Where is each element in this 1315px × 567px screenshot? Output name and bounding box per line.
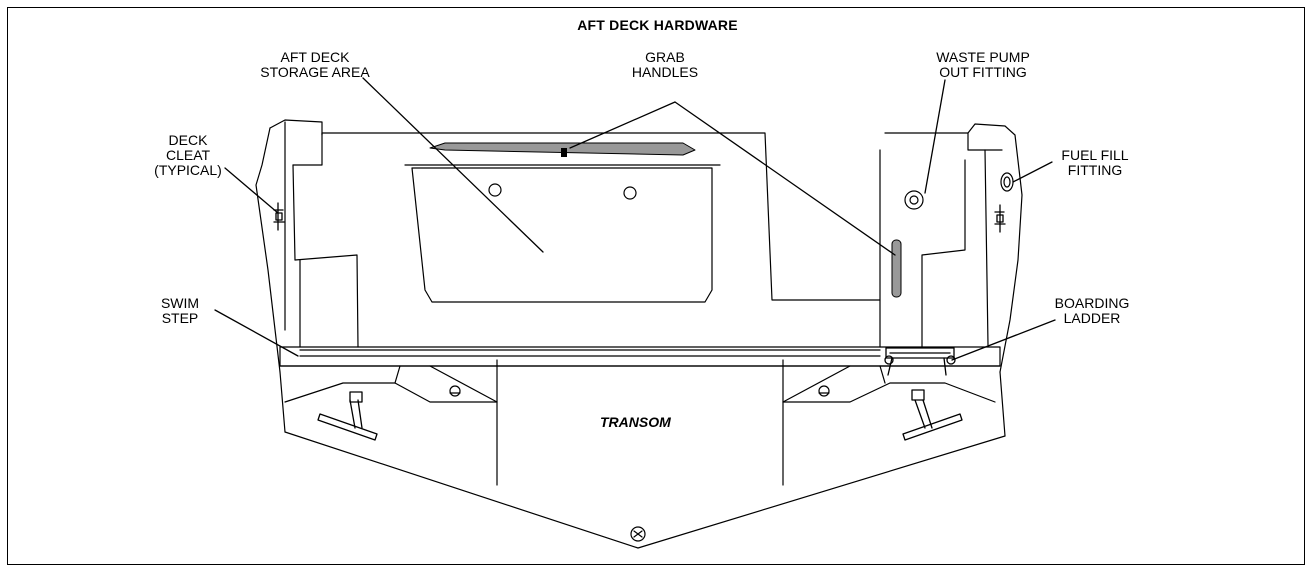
- boarding-ladder: [884, 347, 956, 376]
- label-transom: TRANSOM: [600, 414, 671, 430]
- fuel-fill-fitting: [1000, 172, 1014, 192]
- aft-deck: [255, 119, 1023, 373]
- grab-handle-side: [891, 239, 902, 298]
- label-fuel-fill-fitting: FUEL FILL FITTING: [1061, 147, 1129, 178]
- hatch-knob-left: [488, 183, 502, 197]
- diagram-frame: [7, 7, 1305, 565]
- waste-pump-fitting: [904, 190, 924, 210]
- trim-tab-left: [317, 391, 378, 441]
- grab-handle-mark: [561, 148, 567, 157]
- deck-cleat-right: [994, 204, 1006, 233]
- label-boarding-ladder: BOARDING LADDER: [1054, 295, 1130, 326]
- label-aft-deck-storage: AFT DECK STORAGE AREA: [260, 49, 370, 80]
- leader-lines: [214, 77, 1056, 361]
- hull-outline: [279, 371, 1006, 549]
- deck-cleat-left: [273, 202, 285, 231]
- label-deck-cleat: DECK CLEAT (TYPICAL): [154, 132, 222, 178]
- swim-step: [279, 346, 1001, 367]
- label-waste-pump-out-fitting: WASTE PUMP OUT FITTING: [936, 49, 1030, 80]
- transom-eye-left: [449, 385, 461, 397]
- label-swim-step: SWIM STEP: [160, 295, 200, 326]
- diagram-title: AFT DECK HARDWARE: [577, 17, 738, 33]
- transom-eye-right: [818, 385, 830, 397]
- trim-tab-right: [902, 389, 963, 441]
- drain-plug: [630, 526, 646, 542]
- hatch-knob-right: [623, 186, 637, 200]
- label-grab-handles: GRAB HANDLES: [631, 49, 699, 80]
